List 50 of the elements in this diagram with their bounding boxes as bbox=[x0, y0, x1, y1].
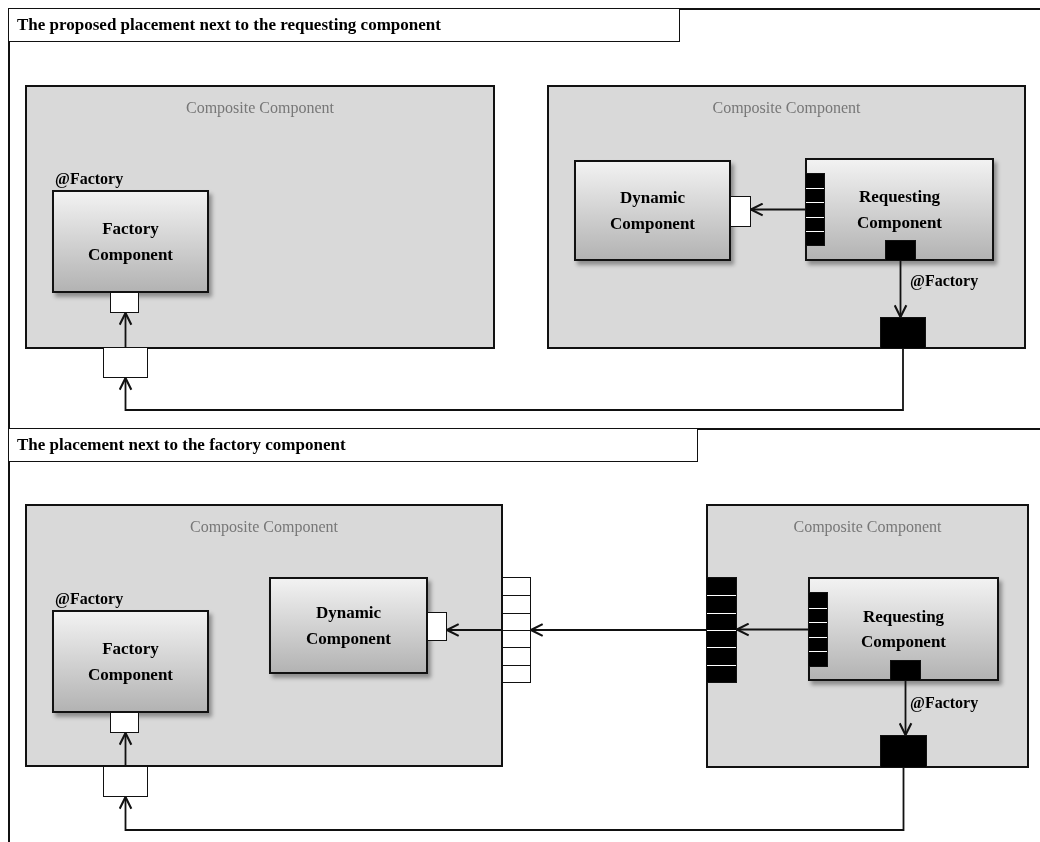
port-stack bbox=[805, 173, 825, 246]
arrow bbox=[445, 623, 503, 637]
component-name: Requesting Component bbox=[860, 605, 947, 653]
arrow bbox=[118, 731, 133, 767]
edge-label: @Factory bbox=[910, 272, 979, 290]
annotation-label: @Factory bbox=[55, 590, 124, 608]
port-square bbox=[103, 347, 148, 378]
composite-box bbox=[25, 504, 503, 767]
port-square bbox=[885, 240, 916, 261]
arrow bbox=[893, 260, 908, 319]
composite-title: Composite Component bbox=[711, 99, 862, 117]
arrow bbox=[118, 348, 904, 411]
port-square bbox=[880, 317, 926, 349]
port-square bbox=[110, 712, 139, 733]
component-box bbox=[805, 158, 994, 261]
component-name: Dynamic Component bbox=[609, 187, 696, 235]
component-box bbox=[269, 577, 428, 674]
arrow bbox=[118, 767, 905, 831]
port-square bbox=[427, 612, 447, 641]
arrow bbox=[749, 202, 806, 217]
panel-heading: The proposed placement next to the requesting component bbox=[8, 8, 680, 42]
composite-box bbox=[25, 85, 495, 349]
component-name: Dynamic Component bbox=[305, 602, 392, 650]
arrow bbox=[898, 680, 913, 737]
port-square bbox=[730, 196, 751, 227]
port-square bbox=[103, 766, 148, 797]
port-square bbox=[880, 735, 927, 768]
component-name: Factory Component bbox=[87, 218, 174, 266]
port-stack bbox=[502, 577, 531, 683]
panel-heading: The placement next to the factory component bbox=[8, 428, 698, 462]
port-stack bbox=[706, 577, 737, 683]
composite-title: Composite Component bbox=[185, 99, 335, 117]
port-square bbox=[110, 292, 139, 313]
arrow bbox=[118, 311, 133, 348]
composite-title: Composite Component bbox=[189, 518, 339, 536]
panel-frame bbox=[8, 428, 1040, 842]
composite-box bbox=[547, 85, 1026, 349]
arrow bbox=[735, 622, 809, 637]
composite-title: Composite Component bbox=[792, 518, 943, 536]
port-stack bbox=[808, 592, 828, 667]
component-box bbox=[808, 577, 999, 681]
annotation-label: @Factory bbox=[55, 170, 124, 188]
edge-label: @Factory bbox=[910, 694, 979, 712]
panel-frame bbox=[8, 8, 1040, 428]
port-square bbox=[890, 660, 921, 681]
component-name: Factory Component bbox=[87, 638, 174, 686]
component-name: Requesting Component bbox=[856, 186, 943, 234]
arrow bbox=[529, 623, 707, 637]
composite-box bbox=[706, 504, 1029, 768]
component-box bbox=[574, 160, 731, 261]
